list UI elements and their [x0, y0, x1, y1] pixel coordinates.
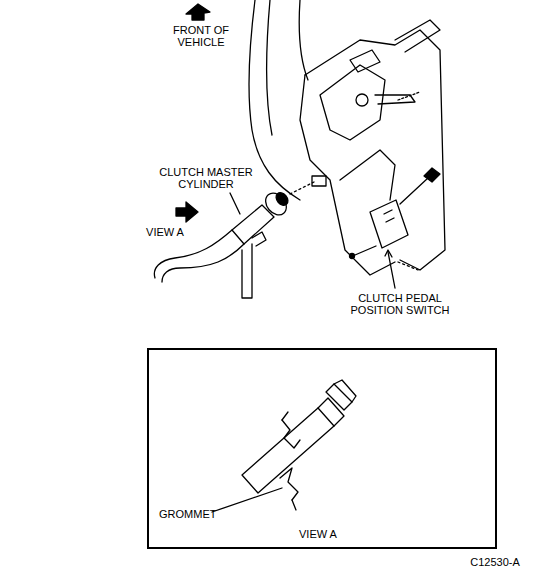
direction-label: FRONT OF VEHICLE — [165, 24, 237, 48]
inset-view-box: GROMMET VIEW A — [147, 348, 497, 549]
part-label: GROMMET — [159, 508, 216, 520]
view-label: VIEW A — [299, 528, 337, 540]
pedal-bracket — [340, 150, 395, 200]
arrowhead — [385, 250, 392, 257]
pedal-position-switch — [384, 210, 394, 222]
firewall — [267, 0, 273, 135]
alignment-line — [290, 182, 314, 194]
fitting — [252, 232, 266, 246]
pedal-bracket — [320, 65, 385, 140]
grommet — [280, 468, 298, 500]
switch-connector — [350, 254, 355, 259]
pivot — [350, 50, 380, 72]
fluid-hose — [162, 244, 244, 282]
cylinder-cap — [334, 380, 356, 402]
pivot — [356, 94, 368, 106]
pedal-bracket — [305, 30, 445, 270]
figure-number: C12530-A — [460, 556, 530, 568]
grommet — [282, 420, 300, 448]
cylinder-flange — [261, 189, 290, 219]
direction-arrow — [186, 4, 210, 20]
grommet — [292, 500, 296, 510]
view-label: VIEW A — [140, 226, 190, 238]
switch-wire — [355, 246, 376, 255]
view-arrow — [176, 202, 198, 222]
grommet — [282, 412, 288, 420]
pushrod-boot — [274, 190, 291, 207]
pedal-position-switch — [370, 200, 408, 248]
hydraulic-line — [242, 244, 252, 298]
part-label: CLUTCH PEDAL POSITION SWITCH — [335, 292, 465, 316]
leader-line — [212, 488, 282, 512]
leader-line — [230, 193, 240, 214]
firewall — [249, 0, 300, 200]
switch-rod — [400, 178, 428, 204]
stud — [398, 92, 420, 100]
switch-clip — [424, 168, 440, 182]
pedal-arm — [395, 20, 440, 52]
alignment-line — [398, 262, 418, 270]
part-label: CLUTCH MASTER CYLINDER — [148, 166, 264, 190]
firewall — [299, 0, 308, 80]
mount-hole — [312, 176, 326, 186]
